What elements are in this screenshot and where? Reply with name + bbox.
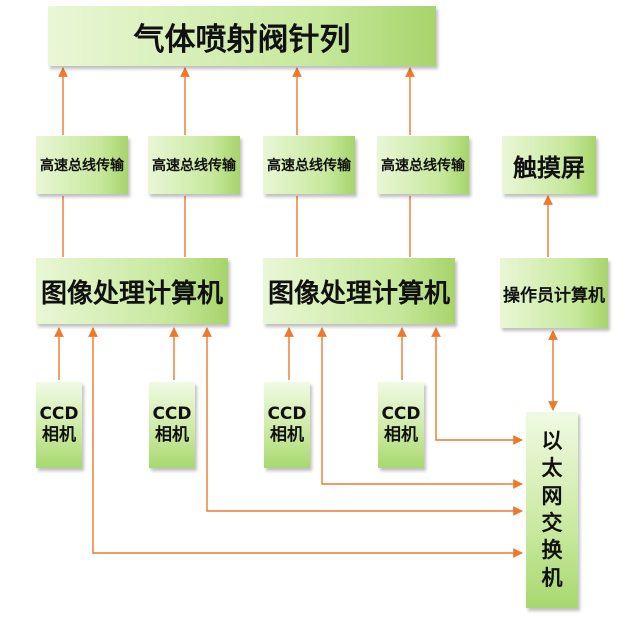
- bus-label: 高速总线传输: [152, 158, 236, 174]
- ccd-camera-box-2: CCD 相机: [149, 382, 195, 468]
- bus-box-4: 高速总线传输: [377, 136, 469, 194]
- bus-box-3: 高速总线传输: [263, 136, 355, 194]
- bus-box-1: 高速总线传输: [36, 136, 128, 194]
- bus-label: 高速总线传输: [40, 158, 124, 174]
- bus-box-2: 高速总线传输: [148, 136, 240, 194]
- arrow-switch-pc2-inner: [431, 327, 523, 445]
- ccd-camera-label: CCD 相机: [381, 403, 421, 445]
- ccd-camera-label: CCD 相机: [39, 403, 79, 445]
- image-pc-label: 图像处理计算机: [40, 278, 223, 309]
- ccd-camera-label: CCD 相机: [152, 403, 192, 445]
- touch-screen-label: 触摸屏: [513, 153, 585, 182]
- ccd-camera-box-1: CCD 相机: [36, 382, 82, 468]
- ethernet-switch-label: 以 太 网 交 换 机: [541, 429, 563, 590]
- gas-valve-array-box: 气体喷射阀针列: [48, 6, 436, 66]
- touch-screen-box: 触摸屏: [502, 136, 596, 194]
- ccd-camera-box-4: CCD 相机: [378, 382, 424, 468]
- bus-label: 高速总线传输: [381, 158, 465, 174]
- gas-valve-array-label: 气体喷射阀针列: [133, 21, 351, 58]
- ccd-camera-box-3: CCD 相机: [264, 382, 310, 468]
- bus-label: 高速总线传输: [267, 158, 351, 174]
- image-pc-box-2: 图像处理计算机: [263, 258, 455, 324]
- ccd-camera-label: CCD 相机: [267, 403, 307, 445]
- ethernet-switch-box: 以 太 网 交 换 机: [526, 412, 578, 608]
- image-pc-label: 图像处理计算机: [267, 278, 450, 309]
- operator-pc-label: 操作员计算机: [503, 285, 605, 306]
- arrow-switch-pc1-outer: [88, 327, 523, 558]
- operator-pc-box: 操作员计算机: [500, 258, 608, 328]
- image-pc-box-1: 图像处理计算机: [36, 258, 228, 324]
